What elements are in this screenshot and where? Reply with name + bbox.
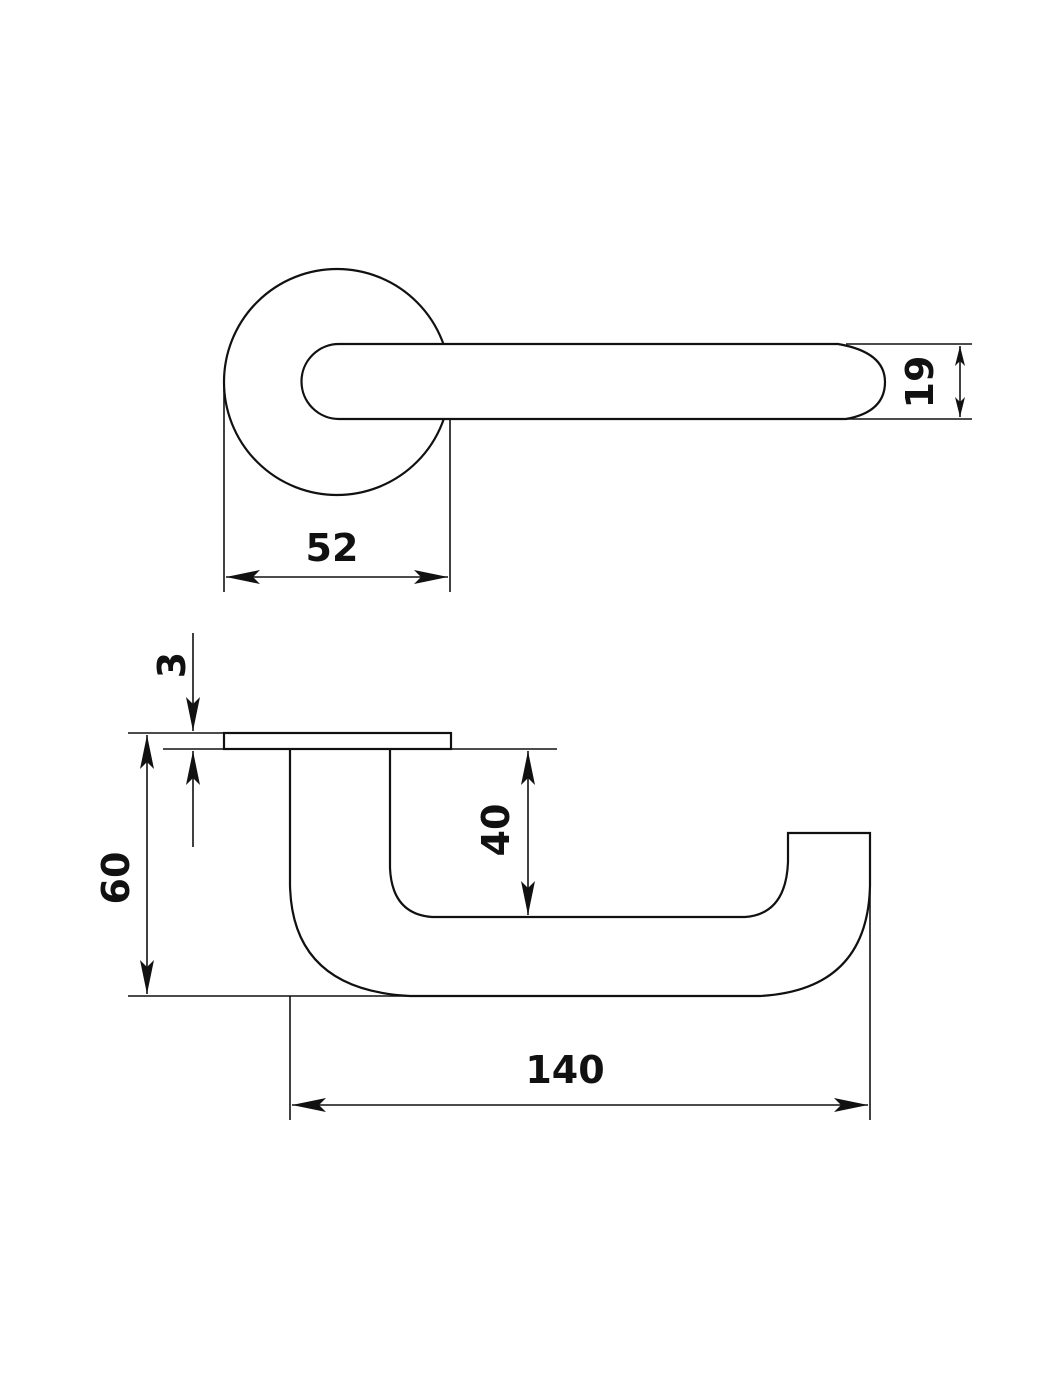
dimension-3-label: 3 xyxy=(150,652,194,678)
rose-plate xyxy=(222,731,453,751)
dimension-60-label: 60 xyxy=(94,852,138,905)
lever-side-outline xyxy=(288,749,872,998)
dimension-140-label: 140 xyxy=(525,1048,604,1092)
dimension-52-label: 52 xyxy=(306,526,359,570)
side-view: 3 60 40 140 xyxy=(94,633,872,1120)
dimension-19-label: 19 xyxy=(898,356,942,409)
top-view: 19 52 xyxy=(222,267,972,592)
dimension-40-label: 40 xyxy=(474,804,518,857)
lever-top-outline xyxy=(300,342,887,421)
